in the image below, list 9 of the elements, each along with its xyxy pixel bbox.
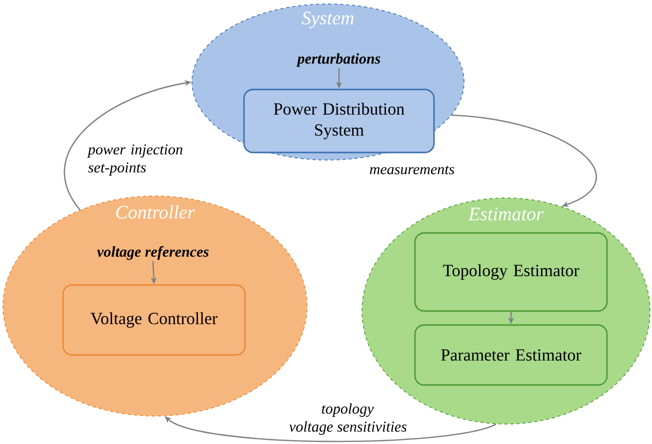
input-label: perturbations — [296, 53, 380, 67]
input-label: voltage references — [97, 246, 209, 260]
process-box: Topology Estimator — [414, 232, 608, 312]
edge-label: measurements — [370, 166, 454, 174]
process-box: Parameter Estimator — [414, 324, 608, 386]
process-box: Voltage Controller — [62, 284, 246, 356]
arrow — [452, 114, 596, 207]
edge-label: power injection set-points — [87, 144, 182, 176]
process-box: Power Distribution System — [243, 88, 435, 154]
